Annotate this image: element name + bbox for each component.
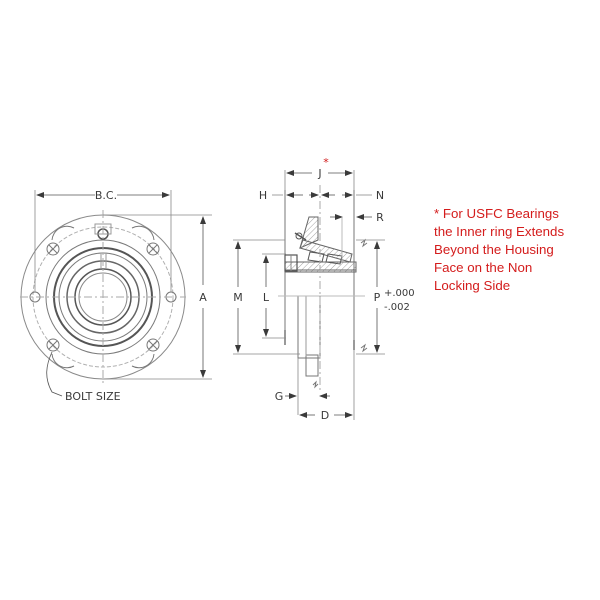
label-d: D (321, 409, 329, 422)
note-line-3: Beyond the Housing (434, 242, 554, 257)
label-n: N (376, 189, 384, 202)
bolt-hole-bottom-right (131, 338, 160, 369)
label-m: M (233, 291, 243, 304)
side-view (278, 185, 368, 390)
label-j: J (317, 167, 321, 180)
bolt-hole-top-right (131, 225, 160, 256)
label-j-asterisk: * (323, 156, 329, 169)
label-g: G (275, 390, 284, 403)
label-p-tolerance-minus: -.002 (384, 302, 410, 313)
front-view-dimensions (34, 190, 212, 397)
usfc-note: * For USFC Bearings the Inner ring Exten… (434, 205, 594, 295)
label-p-tolerance-plus: +.000 (384, 288, 415, 299)
bolt-hole-bottom-left (46, 338, 75, 369)
label-a: A (199, 291, 207, 304)
label-bolt-size: BOLT SIZE (65, 390, 121, 403)
label-h: H (259, 189, 267, 202)
note-line-4: Face on the Non (434, 260, 533, 275)
note-line-1: * For USFC Bearings (434, 206, 559, 221)
label-p: P (374, 291, 381, 304)
bolt-hole-top-left (46, 225, 75, 256)
label-l: L (263, 291, 270, 304)
note-line-2: the Inner ring Extends (434, 224, 565, 239)
label-bc: B.C. (95, 189, 117, 202)
side-view-dimensions (233, 170, 385, 420)
label-r: R (376, 211, 384, 224)
front-view (20, 210, 186, 385)
note-line-5: Locking Side (434, 278, 511, 293)
